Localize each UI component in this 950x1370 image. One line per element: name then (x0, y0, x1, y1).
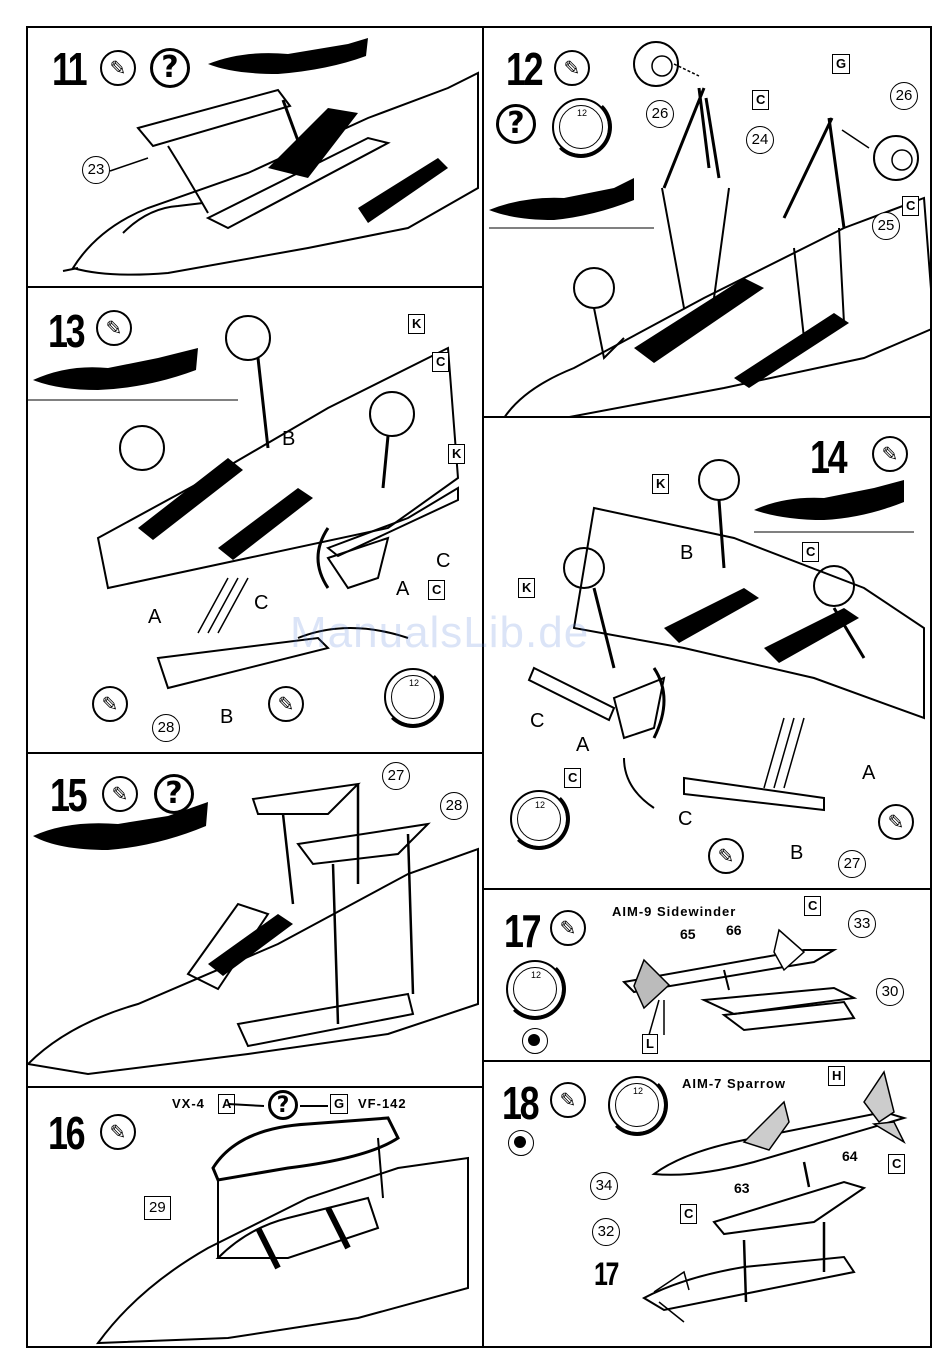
step-11-panel: 11 ✎ ? 23 (26, 26, 484, 288)
assembly-letter: B (790, 842, 803, 865)
part-number: 30 (876, 978, 904, 1006)
assembly-letter: A (576, 734, 589, 757)
part-number-box: 29 (144, 1196, 171, 1220)
part-number: 63 (734, 1180, 750, 1196)
step-15-drawing (28, 754, 484, 1088)
assembly-letter: C (678, 808, 692, 831)
sprue-letter: C (680, 1204, 697, 1224)
sprue-letter: L (642, 1034, 658, 1054)
sprue-letter: C (804, 896, 821, 916)
part-number: 28 (440, 792, 468, 820)
part-number: 32 (592, 1218, 620, 1246)
sprue-letter: C (802, 542, 819, 562)
glue-tube-icon: ✎ (878, 804, 914, 840)
part-number: 27 (838, 850, 866, 878)
sprue-letter: K (448, 444, 465, 464)
sprue-letter: K (518, 578, 535, 598)
assembly-letter: C (254, 592, 268, 615)
step-15-panel: 15 ✎ ? 27 28 (26, 752, 484, 1088)
assembly-letter: A (396, 578, 409, 601)
sprue-letter: C (902, 196, 919, 216)
part-number: 25 (872, 212, 900, 240)
sprue-letter: C (752, 90, 769, 110)
assembly-letter: B (680, 542, 693, 565)
step-16-drawing (28, 1088, 484, 1348)
step-12-panel: 12 ✎ ? 12 26 24 26 25 G C C (482, 26, 932, 418)
glue-tube-icon: ✎ (92, 686, 128, 722)
sprue-letter: H (828, 1066, 845, 1086)
part-number: 66 (726, 922, 742, 938)
sprue-letter: C (432, 352, 449, 372)
assembly-letter: A (148, 606, 161, 629)
assembly-letter: B (282, 428, 295, 451)
part-number: 24 (746, 126, 774, 154)
part-number: 33 (848, 910, 876, 938)
sprue-letter: C (564, 768, 581, 788)
part-number: 65 (680, 926, 696, 942)
part-number: 28 (152, 714, 180, 742)
sprue-letter: G (832, 54, 850, 74)
part-number: 23 (82, 156, 110, 184)
sprue-letter: K (652, 474, 669, 494)
glue-tube-icon: ✎ (708, 838, 744, 874)
assembly-letter: C (530, 710, 544, 733)
part-number-large: 17 (594, 1258, 617, 1290)
watermark-text: ManualsLib.de (290, 608, 589, 658)
assembly-letter: C (436, 550, 450, 573)
step-12-drawing (484, 28, 932, 418)
sprue-letter: C (428, 580, 445, 600)
step-13-panel: 13 ✎ K C K C B C A A C B 28 ✎ ✎ 12 (26, 286, 484, 754)
part-number: 26 (890, 82, 918, 110)
part-number: 64 (842, 1148, 858, 1164)
step-17-panel: 17 ✎ AIM-9 Sidewinder 12 65 66 33 30 C L (482, 888, 932, 1062)
step-18-panel: 18 ✎ 12 AIM-7 Sparrow H 34 63 64 C C 32 … (482, 1060, 932, 1348)
assembly-letter: A (862, 762, 875, 785)
drying-clock-icon: 12 (384, 668, 442, 726)
part-number: 27 (382, 762, 410, 790)
sprue-letter: C (888, 1154, 905, 1174)
step-18-drawing (484, 1062, 932, 1348)
part-number: 34 (590, 1172, 618, 1200)
sprue-letter: K (408, 314, 425, 334)
glue-tube-icon: ✎ (268, 686, 304, 722)
part-number: 26 (646, 100, 674, 128)
assembly-letter: B (220, 706, 233, 729)
step-16-panel: 16 ✎ VX-4 A ? G VF-142 29 (26, 1086, 484, 1348)
drying-clock-icon: 12 (510, 790, 568, 848)
